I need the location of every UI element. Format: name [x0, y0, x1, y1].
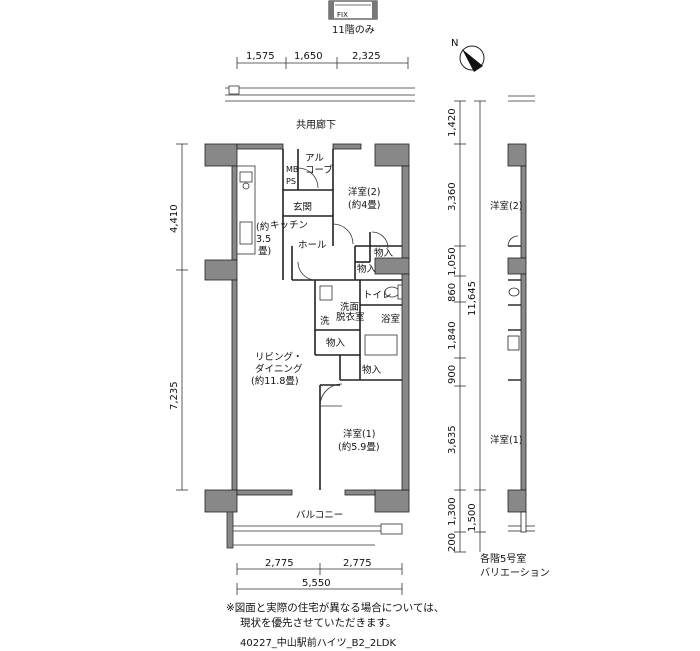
- washroom-label-2: 脱衣室: [336, 311, 365, 323]
- kitchen-label-4: 畳): [258, 246, 271, 257]
- dim-bottom-2: 2,775: [343, 558, 372, 569]
- corridor-label: 共用廊下: [296, 118, 336, 131]
- dim-right-3: 1,050: [447, 247, 458, 276]
- toilet-label: トイレ: [363, 290, 392, 301]
- left-dimensions: [176, 143, 188, 491]
- mb-label: MB: [286, 165, 298, 174]
- variation-room1-label: 洋室(1): [490, 434, 522, 446]
- dim-right-8: 1,300: [447, 497, 458, 526]
- variation-room2-label: 洋室(2): [490, 200, 522, 212]
- room2-label-1: 洋室(2): [348, 186, 380, 198]
- kitchen-label-1: キッチン: [270, 220, 308, 231]
- hall-label: ホール: [298, 240, 327, 251]
- fix-label: FIX: [337, 11, 348, 19]
- dim-right-4: 860: [447, 283, 458, 302]
- dim-right-5: 1,840: [447, 321, 458, 350]
- variation-caption-1: 各階5号室: [480, 552, 526, 565]
- partitions: [282, 149, 402, 490]
- laundry-label: 洗: [320, 315, 330, 327]
- kitchen-label-2: (約: [256, 221, 269, 233]
- dim-right-9: 200: [447, 533, 458, 552]
- room1-label-2: (約5.9畳): [338, 441, 380, 453]
- living-label-2: ダイニング: [255, 363, 303, 375]
- corridor-edge: [225, 85, 535, 102]
- room1-label-1: 洋室(1): [343, 428, 375, 440]
- fixtures: [319, 284, 403, 356]
- disclaimer-line-2: 現状を優先させていただきます。: [240, 617, 397, 629]
- dim-right-7: 3,635: [447, 425, 458, 454]
- variation-plan: [507, 143, 535, 533]
- plan-code: 40227_中山駅前ハイツ_B2_2LDK: [240, 638, 397, 649]
- dim-bottom-total: 5,550: [302, 578, 331, 589]
- room-labels: アル コーブ MB PS 玄関 ホール キッチン (約 3.5 畳) 洋室(2)…: [251, 153, 400, 521]
- entrance-label: 玄関: [293, 201, 312, 213]
- inset-caption: 11階のみ: [332, 24, 375, 36]
- room2-label-2: (約4畳): [348, 199, 380, 211]
- kitchen-label-3: 3.5: [256, 234, 271, 245]
- storage-b-label: 物入: [357, 263, 377, 275]
- right-dimensions: [454, 100, 486, 553]
- dim-right-2: 3,360: [447, 182, 458, 211]
- alcove-label-1: アル: [305, 153, 324, 164]
- dim-top-2: 1,650: [294, 51, 323, 62]
- north-compass-icon: N: [451, 38, 485, 72]
- dim-right-balcony: 1,500: [467, 503, 478, 532]
- north-label: N: [451, 38, 458, 49]
- variation-caption-2: バリエーション: [480, 567, 550, 579]
- dim-top-1: 1,575: [246, 51, 275, 62]
- alcove-label-2: コーブ: [305, 164, 333, 176]
- balcony-label: バルコニー: [296, 510, 343, 521]
- dim-top-3: 2,325: [352, 51, 381, 62]
- top-dimensions: [236, 57, 409, 69]
- storage-d-label: 物入: [362, 364, 382, 376]
- living-label-3: (約11.8畳): [251, 375, 299, 387]
- walls: [204, 143, 410, 513]
- kitchen-counter: [236, 165, 256, 255]
- dim-right-6: 900: [447, 365, 458, 384]
- dim-left-1: 4,410: [169, 204, 180, 233]
- top-inset: FIX 11階のみ: [328, 0, 378, 36]
- balcony: [226, 511, 403, 549]
- storage-a-label: 物入: [374, 247, 394, 259]
- washroom-label-1: 洗面: [340, 301, 359, 313]
- door-swings: [297, 167, 389, 407]
- dim-left-2: 7,235: [169, 381, 180, 410]
- storage-c-label: 物入: [326, 337, 346, 349]
- disclaimer-line-1: ※図面と実際の住宅が異なる場合については、: [226, 602, 445, 614]
- dim-bottom-1: 2,775: [265, 558, 294, 569]
- bath-label: 浴室: [381, 313, 400, 325]
- living-label-1: リビング・: [255, 351, 303, 363]
- dim-right-1: 1,420: [447, 108, 458, 137]
- ps-label: PS: [286, 177, 296, 186]
- bottom-dimensions: [236, 563, 403, 595]
- dim-right-total: 11,645: [467, 281, 478, 316]
